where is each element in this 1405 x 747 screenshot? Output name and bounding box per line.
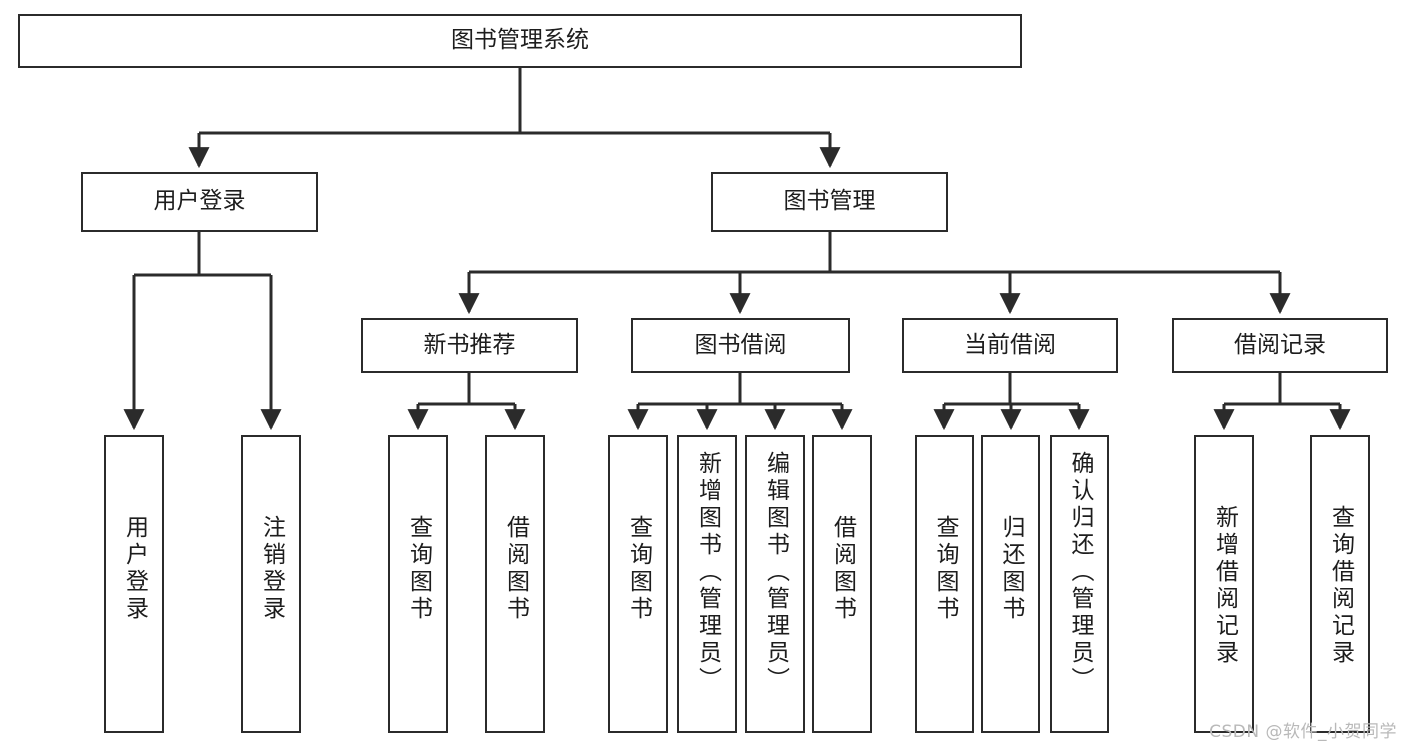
leaf-new-book-borrow-book[interactable]: 借阅图书	[485, 435, 545, 733]
node-new-book-recommend[interactable]: 新书推荐	[361, 318, 578, 373]
node-label: 确认归还（管理员）	[1067, 451, 1093, 694]
leaf-new-book-query-book[interactable]: 查询图书	[388, 435, 448, 733]
node-label: 归还图书	[998, 515, 1024, 623]
leaf-current-borrow-query-book[interactable]: 查询图书	[915, 435, 974, 733]
node-book-management[interactable]: 图书管理	[711, 172, 948, 232]
node-label: 图书借阅	[694, 331, 787, 358]
leaf-book-borrow-add-book-admin[interactable]: 新增图书（管理员）	[677, 435, 737, 733]
leaf-borrow-record-query-record[interactable]: 查询借阅记录	[1310, 435, 1370, 733]
node-label: 图书管理	[783, 188, 876, 215]
node-label: 编辑图书（管理员）	[762, 451, 789, 694]
leaf-user-login-logout[interactable]: 注销登录	[241, 435, 301, 733]
node-label: 当前借阅	[964, 331, 1056, 358]
node-label: 查询图书	[625, 515, 652, 623]
leaf-book-borrow-edit-book-admin[interactable]: 编辑图书（管理员）	[745, 435, 805, 733]
node-user-login[interactable]: 用户登录	[81, 172, 318, 232]
node-label: 注销登录	[258, 515, 285, 623]
node-label: 用户登录	[153, 188, 246, 215]
node-label: 图书管理系统	[451, 27, 589, 54]
csdn-watermark: CSDN @软件_小贺同学	[1209, 722, 1397, 742]
node-book-management-system[interactable]: 图书管理系统	[18, 14, 1022, 68]
node-label: 新增图书（管理员）	[694, 451, 721, 694]
node-label: 新增借阅记录	[1211, 505, 1238, 667]
leaf-user-login-login[interactable]: 用户登录	[104, 435, 164, 733]
node-label: 新书推荐	[423, 331, 516, 358]
node-book-borrow[interactable]: 图书借阅	[631, 318, 850, 373]
node-label: 借阅图书	[829, 515, 856, 623]
node-label: 借阅图书	[502, 515, 529, 623]
leaf-book-borrow-query-book[interactable]: 查询图书	[608, 435, 668, 733]
leaf-book-borrow-borrow-book[interactable]: 借阅图书	[812, 435, 872, 733]
node-current-borrow[interactable]: 当前借阅	[902, 318, 1118, 373]
node-borrow-record[interactable]: 借阅记录	[1172, 318, 1388, 373]
leaf-borrow-record-add-record[interactable]: 新增借阅记录	[1194, 435, 1254, 733]
leaf-current-borrow-confirm-return-admin[interactable]: 确认归还（管理员）	[1050, 435, 1109, 733]
node-label: 查询图书	[405, 515, 432, 623]
node-label: 借阅记录	[1234, 331, 1326, 358]
node-label: 用户登录	[121, 515, 148, 623]
leaf-current-borrow-return-book[interactable]: 归还图书	[981, 435, 1040, 733]
node-label: 查询图书	[932, 515, 958, 623]
node-label: 查询借阅记录	[1327, 505, 1354, 667]
